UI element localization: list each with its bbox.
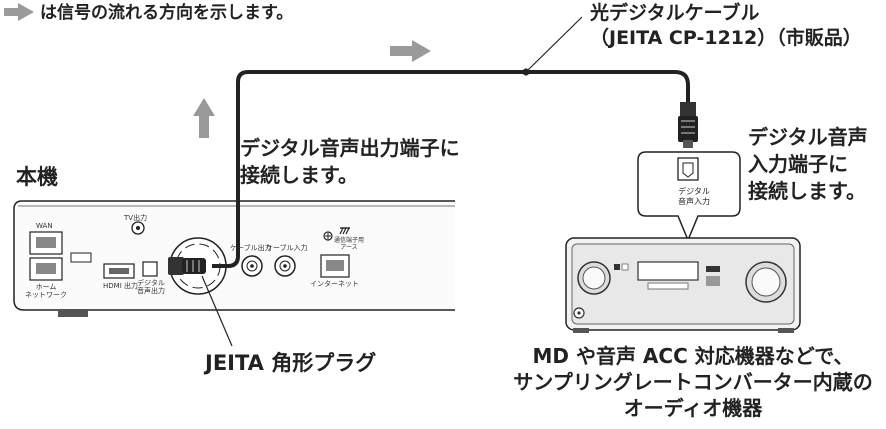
signal-arrow-up-icon [193, 98, 215, 138]
jeita-plug [168, 257, 206, 275]
main-unit [13, 200, 455, 317]
cable-out-label: ケーブル出力 [230, 244, 272, 252]
cable-title: 光デジタルケーブル [590, 2, 760, 24]
av-device-caption: MD や音声 ACC 対応機器などで、 サンプリングレートコンバーター内蔵の オ… [513, 344, 873, 420]
ground-label: 通信端子用 アース [334, 237, 365, 251]
input-callout [637, 151, 741, 242]
ground-icon [323, 227, 350, 241]
cable-in-label: ケーブル入力 [266, 244, 308, 252]
plug-label: JEITA 角形プラグ [205, 351, 377, 375]
receiver-plug [678, 102, 698, 148]
signal-arrow-right-icon [390, 40, 431, 62]
internet-label: インターネット [310, 280, 359, 288]
input-connect-instruction: デジタル音声 入力端子に 接続します。 [748, 125, 868, 203]
digital-audio-out-port [142, 261, 158, 277]
hdmi-out-label: HDMI 出力 [103, 282, 138, 290]
optical-cable [212, 70, 690, 268]
main-unit-label: 本機 [16, 165, 58, 189]
right-arrow-icon [4, 3, 34, 21]
av-receiver [565, 237, 801, 333]
receiver-jack-label: デジタル 音声入力 [678, 187, 710, 206]
wan-label: WAN [36, 222, 53, 230]
cable-label: 光デジタルケーブル （JEITA CP-1212）（市販品） [590, 1, 862, 50]
legend-text: は信号の流れる方向を示します。 [40, 3, 294, 23]
home-network-label: ホーム ネットワーク [25, 283, 67, 300]
digital-audio-out-label: デジタル 音声出力 [137, 279, 165, 296]
output-connect-instruction: デジタル音声出力端子に 接続します。 [240, 136, 460, 187]
cable-subtitle: （JEITA CP-1212）（市販品） [590, 26, 862, 49]
tv-out-label: TV出力 [124, 214, 148, 222]
